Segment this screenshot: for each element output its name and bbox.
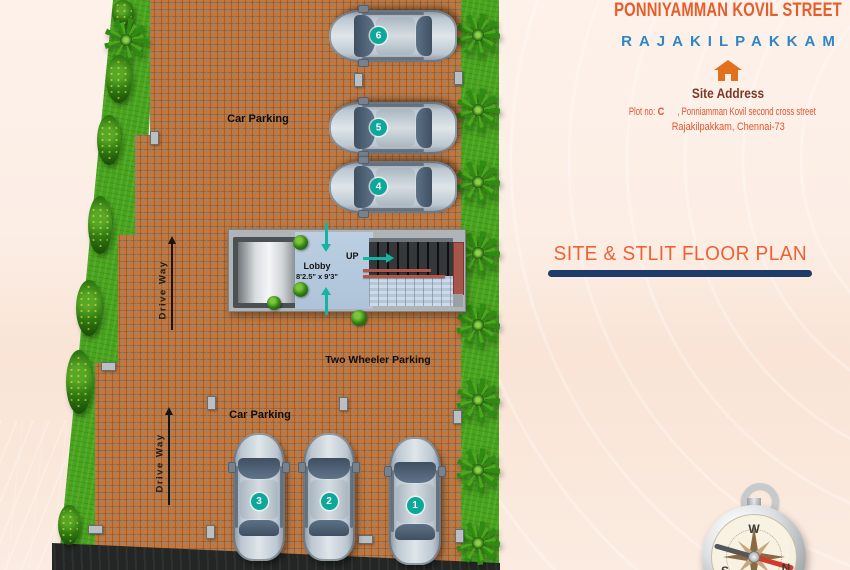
parking-marker: [455, 529, 464, 543]
entry-arrow-up-icon: [321, 287, 331, 315]
bush-icon: [97, 115, 121, 165]
header: PONNIYAMMAN KOVIL STREET RAJAKILPAKKAM S…: [550, 0, 850, 135]
driveway-arrow-icon: [167, 236, 176, 330]
compass-south-label: S: [721, 564, 729, 570]
parking-marker: [207, 396, 216, 410]
house-icon: [713, 60, 743, 82]
bush-icon: [66, 350, 92, 414]
driveway-label-lower: Drive Way: [154, 433, 166, 493]
car-number-badge: 1: [406, 497, 424, 514]
bush-icon: [76, 280, 102, 336]
bush-icon: [58, 505, 80, 545]
wall: [453, 294, 463, 307]
bush-icon: [88, 196, 112, 254]
plan-title: SITE & STLIT FLOOR PLAN: [540, 243, 820, 277]
car-parking-label-top: Car Parking: [227, 113, 289, 125]
parking-marker: [206, 525, 215, 539]
palm-tree-icon: [456, 88, 500, 132]
car-parking-label-bottom: Car Parking: [229, 409, 291, 421]
title-underline: [548, 270, 812, 277]
palm-tree-icon: [456, 448, 500, 492]
wall: [453, 242, 464, 295]
palm-tree-icon: [456, 521, 500, 565]
locality-name: RAJAKILPAKKAM: [621, 33, 842, 50]
parking-marker: [453, 410, 462, 424]
potted-plant-icon: [293, 282, 308, 297]
parking-marker: [358, 535, 373, 544]
site-address-label: Site Address: [691, 86, 765, 101]
car-1: 1: [384, 437, 446, 565]
parking-marker: [339, 397, 348, 411]
parking-marker: [88, 525, 103, 534]
site-address: Plot no: C, Ponniamman Kovil second cros…: [629, 106, 817, 133]
compass-west-label: W: [748, 522, 760, 536]
parking-marker: [101, 362, 116, 371]
lobby-label: Lobby 8'2.5" x 9'3": [296, 261, 338, 281]
compass-pivot: [748, 551, 760, 563]
compass-body: W S N: [702, 505, 806, 570]
palm-tree-icon: [456, 160, 500, 204]
up-arrow-right-icon: [363, 253, 394, 263]
car-5: 5: [329, 97, 457, 159]
compass-north-label: N: [781, 561, 791, 570]
car-2: 2: [298, 433, 360, 561]
parking-marker: [454, 71, 463, 85]
potted-plant-icon: [351, 310, 367, 326]
lobby-stairs-block: UP Lobby 8'2.5" x 9'3": [228, 223, 466, 326]
parking-marker: [150, 131, 159, 145]
car-number-badge: 3: [250, 493, 268, 510]
bush-icon: [106, 55, 132, 103]
car-rear-window: [416, 16, 432, 56]
up-label: UP: [346, 251, 359, 261]
palm-tree-icon: [456, 378, 500, 422]
street-name: PONNIYAMMAN KOVIL STREET: [614, 0, 842, 21]
palm-tree-icon: [456, 303, 500, 347]
compass-icon: W S N: [701, 483, 807, 570]
entry-arrow-down-icon: [321, 223, 331, 252]
driveway-label-upper: Drive Way: [157, 260, 169, 320]
lobby-floor: [295, 232, 373, 309]
two-wheeler-parking-label: Two Wheeler Parking: [325, 354, 431, 366]
stair-railing: [363, 269, 431, 272]
car-4: 4: [329, 156, 457, 218]
compass-face: W S N: [711, 514, 797, 570]
car-3: 3: [228, 433, 290, 561]
plan-title-text: SITE & STLIT FLOOR PLAN: [553, 243, 807, 265]
driveway-arrow-icon: [164, 407, 173, 505]
potted-plant-icon: [267, 296, 281, 310]
stair-landing: [369, 276, 453, 306]
compass-stem: [747, 498, 761, 508]
car-number-badge: 2: [320, 493, 338, 510]
parking-marker: [354, 73, 363, 87]
palm-tree-icon: [456, 13, 500, 57]
potted-plant-icon: [293, 235, 308, 250]
car-6: 6: [329, 5, 457, 67]
palm-tree-icon: [104, 18, 148, 62]
stair-railing: [363, 275, 445, 278]
